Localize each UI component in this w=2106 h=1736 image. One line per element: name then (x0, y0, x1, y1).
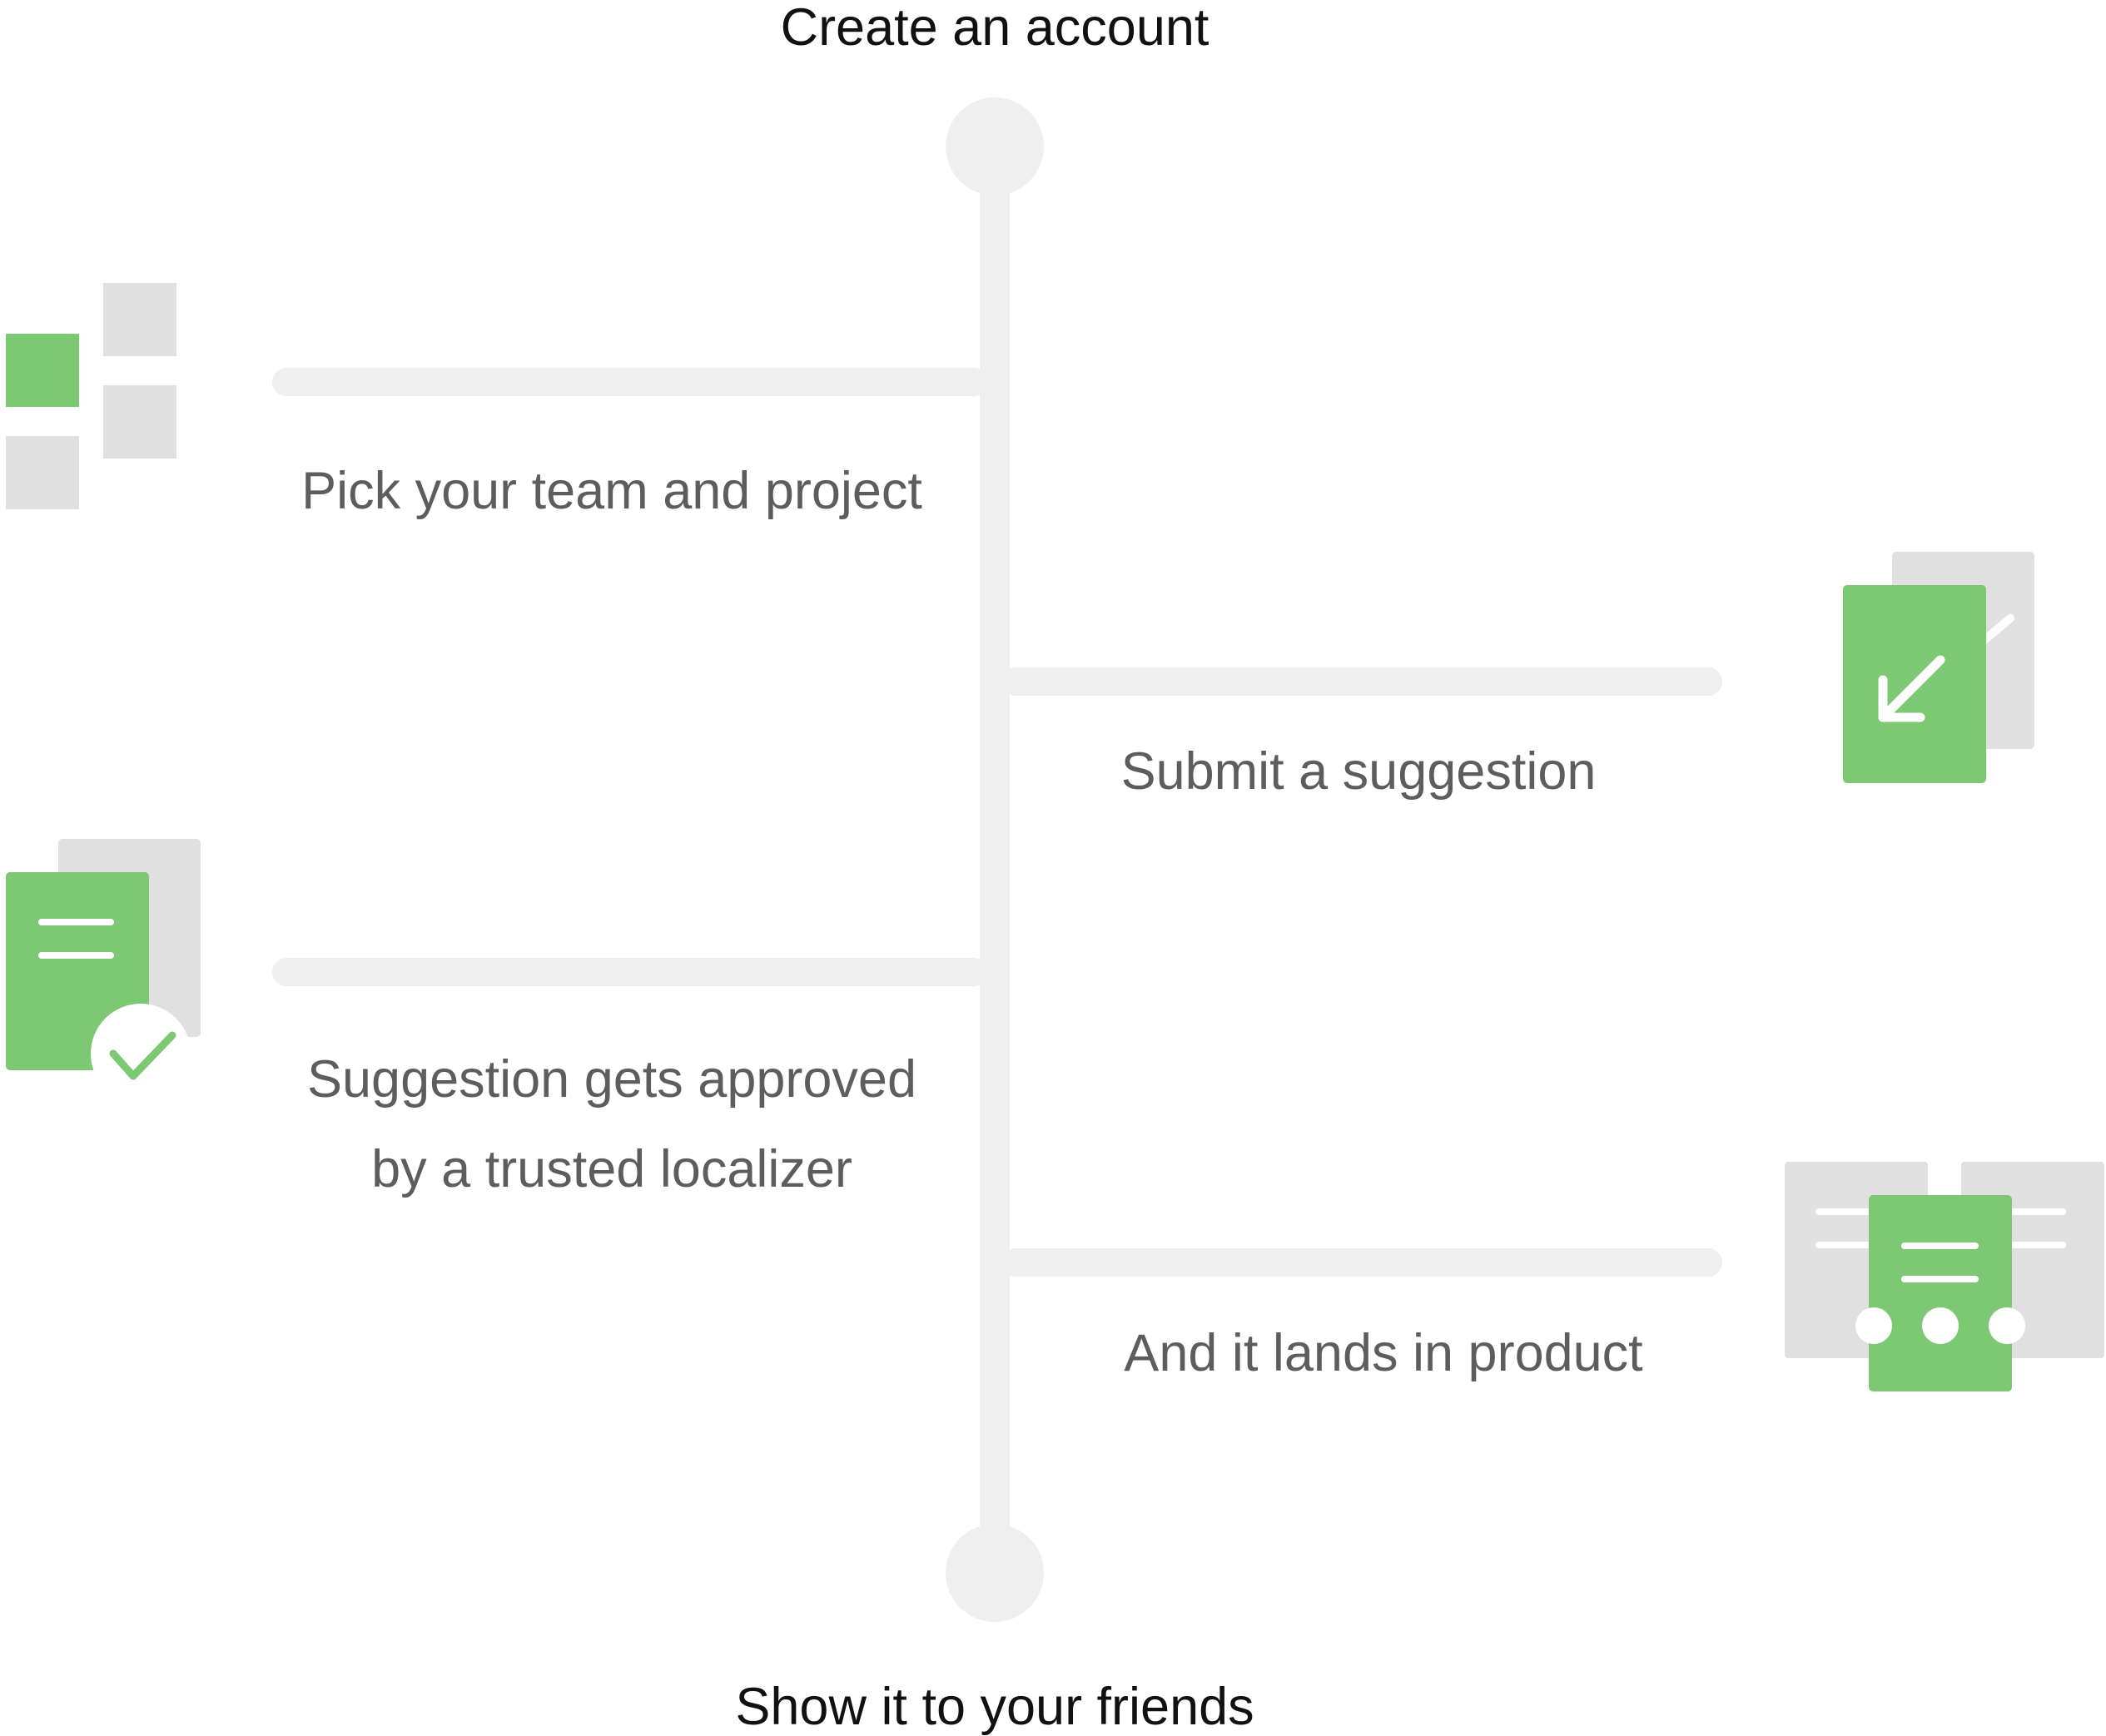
branch-step-3 (272, 958, 988, 986)
branch-step-2 (1001, 667, 1722, 696)
step-1-label: Pick your team and project (301, 462, 922, 520)
start-label: Create an account (780, 0, 1209, 57)
step-3-label: Suggestion gets approved by a trusted lo… (237, 1034, 986, 1214)
branch-step-4 (1001, 1248, 1722, 1277)
document-arrow-icon (1843, 552, 2034, 783)
grid-squares-icon (6, 283, 176, 509)
document-approved-icon (6, 839, 201, 1104)
start-node (946, 97, 1044, 196)
step-3-label-line-2: by a trusted localizer (371, 1140, 852, 1198)
end-node (946, 1524, 1044, 1622)
documents-merge-icon (1785, 1162, 2104, 1391)
step-4-label: And it lands in product (1124, 1324, 1643, 1382)
step-2-label: Submit a suggestion (1120, 742, 1597, 801)
step-3-label-line-1: Suggestion gets approved (306, 1050, 917, 1109)
branch-step-1 (272, 368, 988, 396)
timeline-spine (980, 146, 1010, 1573)
end-label: Show it to your friends (735, 1678, 1254, 1736)
